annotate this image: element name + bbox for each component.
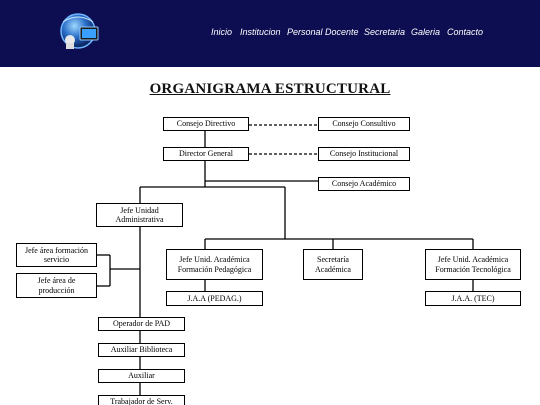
consejo-institucional-box: Consejo Institucional [318,147,410,161]
auxiliar-biblioteca-box: Auxiliar Biblioteca [98,343,185,357]
consejo-directivo-box: Consejo Directivo [163,117,249,131]
jefe-area-produccion-box: Jefe área de producción [16,273,97,298]
operador-pad-box: Operador de PAD [98,317,185,331]
org-chart: ORGANIGRAMA ESTRUCTURAL [0,67,540,405]
nav-institucion-link[interactable]: Institucion [240,27,281,37]
nav-secretaria-link[interactable]: Secretaria [364,27,406,37]
director-general-box: Director General [163,147,249,161]
site-logo-icon[interactable] [58,10,104,56]
jefe-unidad-administrativa-box: Jefe Unidad Administrativa [96,203,183,227]
jaa-tec-box: J.A.A. (TEC) [425,291,521,306]
consejo-academico-box: Consejo Académico [318,177,410,191]
jefe-area-formacion-box: Jefe área formación servicio [16,243,97,267]
org-chart-title: ORGANIGRAMA ESTRUCTURAL [149,81,391,97]
jaa-pedag-box: J.A.A (PEDAG.) [166,291,263,306]
nav-contacto-link[interactable]: Contacto [447,27,484,37]
jefe-formacion-pedagogica-box: Jefe Unid. Académica Formación Pedagógic… [166,249,263,280]
auxiliar-box: Auxiliar [98,369,185,383]
nav-inicio-link[interactable]: Inicio [211,27,233,37]
org-chart-connectors [97,124,474,395]
secretaria-academica-box: Secretaría Académica [303,249,363,280]
consejo-consultivo-box: Consejo Consultivo [318,117,410,131]
nav-personal-docente-link[interactable]: Personal Docente [287,27,359,37]
site-header: Inicio Institucion Personal Docente Secr… [0,0,540,67]
trabajador-serv-box: Trabajador de Serv. [98,395,185,405]
jefe-formacion-tecnologica-box: Jefe Unid. Académica Formación Tecnológi… [425,249,521,280]
nav-galeria-link[interactable]: Galeria [411,27,441,37]
